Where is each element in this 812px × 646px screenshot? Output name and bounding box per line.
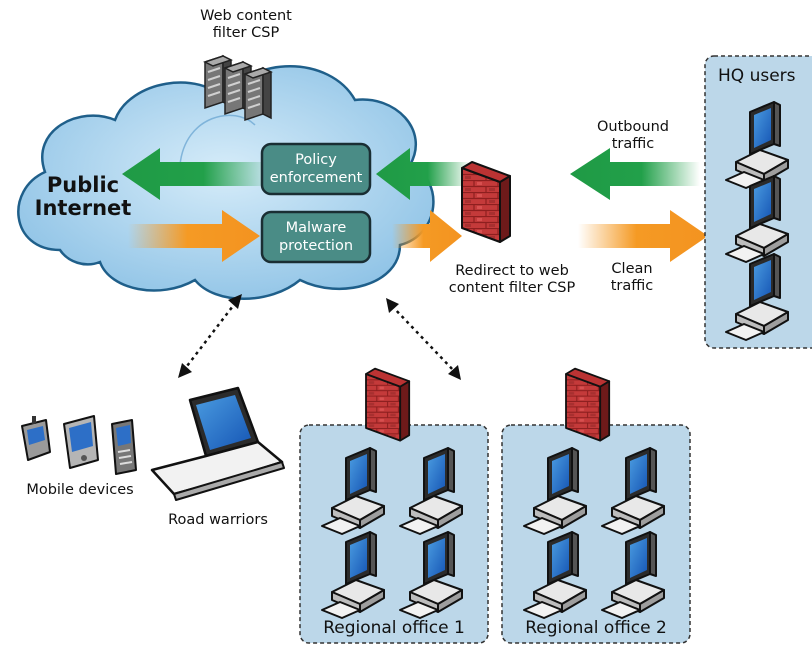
hq-users-label: HQ users: [718, 66, 796, 86]
policy-label-line2: enforcement: [269, 170, 363, 186]
office-2-firewall-icon: [565, 367, 611, 442]
cloud-title: Public Internet: [28, 174, 138, 220]
regional-office-1-label: Regional office 1: [323, 618, 465, 638]
outbound-label-line2: traffic: [611, 136, 655, 152]
policy-enforcement-label: Policy enforcement: [262, 151, 370, 187]
clean-label-line1: Clean: [611, 261, 653, 277]
outbound-label-line1: Outbound: [597, 119, 669, 135]
clean-arrow-cloud: [128, 210, 260, 262]
firewall-label-line1: Redirect to web: [455, 263, 569, 279]
clean-label-line2: traffic: [610, 278, 654, 294]
office-1-firewall-icon: [365, 367, 411, 442]
server-label: Web content filter CSP: [186, 8, 306, 42]
mobile-devices-label: Mobile devices: [26, 482, 134, 498]
road-link-arrow: [178, 294, 242, 378]
server-label-line1: Web content: [200, 8, 292, 24]
clean-arrow-firewall: [392, 210, 462, 262]
malware-label-line1: Malware: [285, 220, 347, 236]
laptop-icon: [150, 386, 285, 501]
road-warriors-label: Road warriors: [168, 512, 268, 528]
outbound-traffic-label: Outbound traffic: [578, 119, 688, 153]
firewall-label-line2: content filter CSP: [448, 280, 576, 296]
malware-label-line2: protection: [278, 238, 354, 254]
office-link-arrow: [386, 298, 461, 380]
clean-arrow-hq: [578, 210, 708, 262]
policy-enforcement-box: [260, 142, 372, 196]
outbound-arrow-hq: [570, 148, 700, 200]
policy-label-line1: Policy: [295, 152, 337, 168]
malware-protection-box: [260, 210, 372, 264]
clean-traffic-label: Clean traffic: [592, 261, 672, 295]
outbound-arrow-cloud: [122, 148, 270, 200]
malware-protection-label: Malware protection: [262, 219, 370, 255]
server-label-line2: filter CSP: [212, 25, 280, 41]
firewall-icon: [461, 161, 511, 243]
firewall-label: Redirect to web content filter CSP: [432, 263, 592, 297]
mobile-devices-icon: [21, 415, 137, 475]
cloud-title-line1: Public: [46, 173, 120, 197]
outbound-arrow-firewall: [376, 148, 470, 200]
regional-office-2-label: Regional office 2: [525, 618, 667, 638]
cloud-title-line2: Internet: [34, 196, 132, 220]
